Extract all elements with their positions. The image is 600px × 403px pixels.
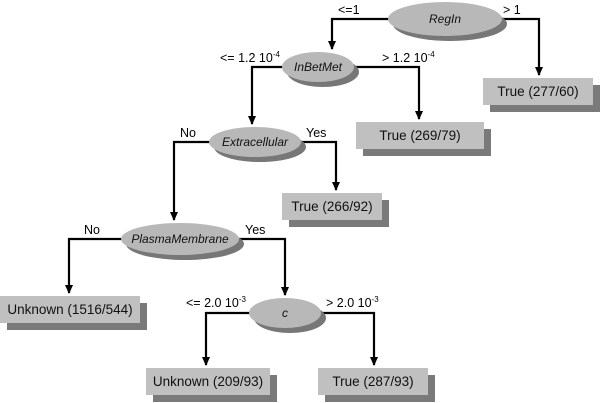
decision-node-plasmamembrane: PlasmaMembrane	[121, 223, 244, 260]
leaf-label: True (266/92)	[291, 199, 372, 214]
arrow-head-icon	[281, 287, 289, 296]
node-ellipse	[209, 127, 301, 157]
edge-line	[172, 140, 211, 220]
arrow-head-icon	[248, 116, 256, 125]
leaf-true-277: True (277/60)	[483, 78, 600, 112]
node-label: PlasmaMembrane	[131, 232, 229, 246]
edge-label: > 1.2 10-4	[382, 50, 435, 65]
node-label: RegIn	[429, 12, 461, 26]
arrow-head-icon	[415, 111, 423, 120]
edge-regin-to-leaf-true-277: > 1	[500, 3, 543, 76]
edge-c-to-leaf-true-287: > 2.0 10-3	[320, 295, 379, 366]
node-label: Extracellular	[222, 135, 289, 149]
edge-regin-to-inbetmet: <=1	[328, 3, 390, 50]
edge-line	[237, 237, 287, 295]
arrow-head-icon	[202, 357, 210, 366]
edge-label: > 2.0 10-3	[326, 295, 379, 310]
leaf-true-287: True (287/93)	[318, 368, 435, 402]
node-label: c	[282, 306, 288, 320]
arrow-head-icon	[332, 182, 340, 191]
node-ellipse	[249, 298, 321, 328]
edge-label: Yes	[245, 223, 265, 237]
edge-line	[67, 237, 123, 293]
leaf-label: True (269/79)	[379, 128, 460, 143]
leaf-box	[282, 193, 382, 220]
edge-c-to-leaf-unknown-209: <= 2.0 10-3	[186, 295, 250, 366]
edge-line	[320, 311, 376, 365]
leaf-label: True (287/93)	[332, 374, 413, 389]
edge-label: <= 2.0 10-3	[186, 295, 246, 310]
edge-plasmamembrane-to-c: Yes	[237, 223, 289, 296]
leaf-unknown-209: Unknown (209/93)	[146, 368, 277, 402]
arrow-head-icon	[65, 285, 73, 294]
edge-line	[250, 65, 284, 124]
edge-inbetmet-to-leaf-true-269: > 1.2 10-4	[352, 50, 435, 120]
decision-node-inbetmet: InBetMet	[282, 52, 359, 87]
edge-line	[500, 17, 541, 75]
leaf-box	[318, 368, 428, 395]
decision-node-regin: RegIn	[388, 2, 507, 41]
edge-label: Yes	[306, 126, 326, 140]
edge-label: No	[84, 223, 100, 237]
leaf-label: True (277/60)	[497, 84, 578, 99]
arrow-head-icon	[170, 212, 178, 221]
node-ellipse	[388, 2, 502, 36]
edge-inbetmet-to-extracellular: <= 1.2 10-4	[220, 50, 284, 125]
leaf-unknown-1516: Unknown (1516/544)	[0, 296, 147, 330]
edge-plasmamembrane-to-leaf-unknown-1516: No	[65, 223, 123, 294]
arrow-head-icon	[328, 41, 336, 50]
node-ellipse	[121, 223, 239, 255]
leaf-label: Unknown (1516/544)	[7, 302, 132, 317]
decision-node-c: c	[249, 298, 326, 333]
edge-extracellular-to-leaf-true-266: Yes	[300, 126, 340, 191]
edge-label: > 1	[503, 3, 521, 17]
leaf-box	[0, 296, 140, 323]
edge-label: No	[180, 126, 196, 140]
edge-label: <=1	[338, 3, 360, 17]
arrow-head-icon	[535, 67, 543, 76]
node-ellipse	[282, 52, 354, 82]
edge-line	[330, 17, 390, 49]
edge-line	[352, 65, 421, 119]
edge-line	[204, 311, 250, 365]
leaf-label: Unknown (209/93)	[153, 374, 263, 389]
edge-extracellular-to-plasmamembrane: No	[170, 126, 211, 221]
leaf-true-269: True (269/79)	[356, 122, 491, 156]
decision-node-extracellular: Extracellular	[209, 127, 306, 162]
leaf-box	[356, 122, 484, 149]
leaf-box	[483, 78, 593, 105]
leaf-box	[146, 368, 270, 395]
node-label: InBetMet	[294, 60, 343, 74]
edge-label: <= 1.2 10-4	[220, 50, 280, 65]
leaf-true-266: True (266/92)	[282, 193, 389, 227]
arrow-head-icon	[370, 357, 378, 366]
edge-line	[300, 140, 338, 190]
